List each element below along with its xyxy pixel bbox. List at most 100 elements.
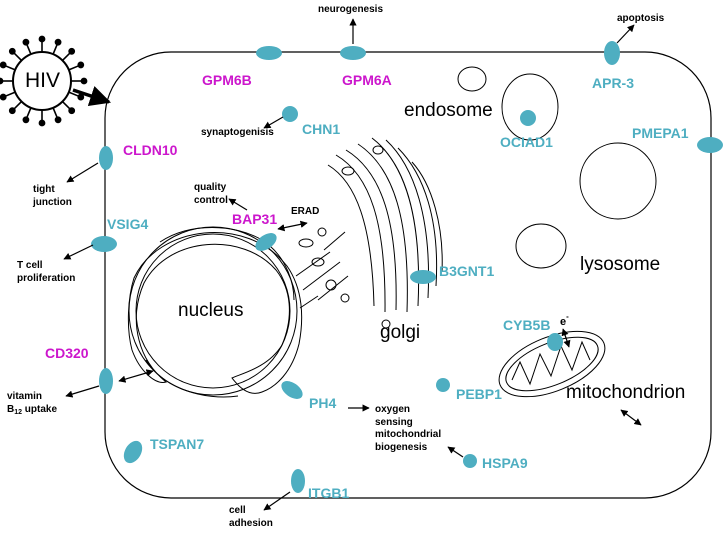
protein-label-bap31: BAP31: [232, 211, 278, 227]
hiv-virus-icon: [0, 35, 88, 127]
endosome-shape: [457, 66, 559, 141]
protein-label-pmepa1: PMEPA1: [632, 125, 689, 141]
protein-label-tspan7: TSPAN7: [150, 436, 205, 452]
hiv-spike-knob: [77, 93, 85, 101]
tspan7-protein: [123, 440, 143, 464]
electron-text: e: [560, 316, 567, 328]
hiv-spike-knob: [22, 116, 30, 124]
hiv-spike-knob: [38, 35, 46, 43]
organelle-label-lysosome: lysosome: [580, 254, 661, 275]
function-label-neurogenesis: neurogenesis: [318, 4, 384, 15]
t-cell-line-1: T cell: [17, 260, 43, 271]
pebp1-protein: [436, 378, 450, 392]
organelle-label-mitochondrion: mitochondrion: [566, 382, 686, 403]
apoptosis-arrow: [616, 24, 635, 44]
cyb5b-protein: [547, 333, 563, 351]
mito-bio-line-1: mitochondrial: [375, 429, 442, 440]
oxygen-line-1: oxygen: [375, 404, 411, 415]
quality-control-line-2: control: [194, 194, 228, 206]
function-label-cell-adhesion: cell adhesion: [229, 505, 273, 530]
hiv-spike: [61, 52, 71, 62]
hiv-spike: [25, 107, 32, 119]
function-label-oxygen-sensing: oxygen sensing: [375, 404, 413, 429]
function-label-mitochondrial-biogenesis: mitochondrial biogenesis: [375, 429, 441, 454]
vsig4-protein: [91, 236, 117, 252]
organelle-label-golgi: golgi: [380, 322, 421, 343]
hiv-spike-knob: [68, 47, 76, 55]
hspa9-mitochondrion-arrow: [620, 409, 642, 426]
nucleus-shape: [127, 226, 303, 398]
mitochondrion-shape: [498, 330, 606, 398]
electron-arrow: [561, 328, 571, 348]
hiv-entry-arrow: [72, 86, 111, 106]
protein-label-cd320: CD320: [45, 345, 89, 361]
cell-adhesion-line-2: adhesion: [229, 517, 273, 529]
hiv-spike-knob: [0, 61, 7, 69]
organelle-label-endosome: endosome: [404, 100, 493, 121]
cd320-protein: [99, 368, 113, 394]
function-label-apoptosis: apoptosis: [617, 13, 665, 24]
hiv-spike: [52, 43, 59, 55]
hiv-spike-knob: [22, 38, 30, 46]
b3gnt1-protein: [410, 270, 436, 284]
vitamin-line-2a: B: [7, 403, 15, 415]
quality-control-line-1: quality: [194, 182, 227, 193]
cd320-nucleus-arrow: [118, 369, 154, 383]
mito-bio-line-2: biogenesis: [375, 441, 428, 453]
function-label-erad: ERAD: [291, 206, 320, 217]
ph4-protein: [281, 381, 303, 399]
protein-label-cyb5b: CYB5B: [503, 317, 551, 333]
golgi-shape: [327, 137, 443, 329]
lysosome-shape: [515, 142, 657, 269]
hiv-spike: [52, 107, 59, 119]
hiv-spike-knob: [54, 116, 62, 124]
hiv-spike-knob: [8, 107, 16, 115]
quality-control-arrow: [228, 198, 248, 211]
hiv-spike-knob: [38, 119, 46, 127]
hiv-spike: [68, 91, 80, 98]
tight-junction-line-1: tight: [33, 184, 55, 195]
cell-adhesion-line-1: cell: [229, 505, 246, 516]
hiv-spike-knob: [77, 61, 85, 69]
hiv-label: HIV: [25, 69, 61, 92]
organelle-label-nucleus: nucleus: [178, 300, 244, 321]
chn1-protein: [282, 106, 298, 122]
vitamin-line-2-sub: 12: [14, 408, 23, 416]
tight-junction-line-2: junction: [33, 196, 72, 208]
protein-label-apr3: APR-3: [592, 75, 635, 91]
protein-markers: [91, 41, 723, 493]
hiv-spike: [61, 100, 71, 110]
protein-label-cldn10: CLDN10: [123, 142, 178, 158]
protein-label-hspa9: HSPA9: [482, 455, 528, 471]
hspa9-protein: [463, 454, 477, 468]
t-cell-arrow: [63, 244, 94, 260]
function-label-vitamin-b12: vitamin B12 uptake: [7, 391, 57, 417]
hiv-spike-knob: [68, 107, 76, 115]
t-cell-line-2: proliferation: [17, 272, 76, 284]
hiv-spike-knob: [54, 38, 62, 46]
hiv-spike-knob: [80, 77, 88, 85]
vitamin-b12-arrow: [65, 385, 100, 398]
oxygen-line-2: sensing: [375, 416, 413, 428]
hiv-spike: [4, 91, 16, 98]
apr3-protein: [604, 41, 620, 65]
hiv-spike-knob: [0, 93, 7, 101]
bap31-protein: [255, 233, 277, 251]
hiv-spike-knob: [8, 47, 16, 55]
itgb1-protein: [291, 469, 305, 493]
synaptogenesis-arrow: [263, 116, 284, 129]
cldn10-protein: [99, 146, 113, 170]
gpm6b-protein: [256, 46, 282, 60]
pmepa1-protein: [697, 137, 723, 153]
function-label-tight-junction: tight junction: [33, 184, 72, 209]
er-tubules-shape: [295, 227, 350, 309]
hiv-spike: [68, 64, 80, 71]
protein-label-b3gnt1: B3GNT1: [439, 263, 495, 279]
protein-label-vsig4: VSIG4: [107, 216, 149, 232]
hiv-spike: [4, 64, 16, 71]
function-label-quality-control: quality control: [194, 182, 228, 207]
hiv-spike: [13, 52, 23, 62]
vitamin-line-1: vitamin: [7, 391, 43, 402]
hiv-spike-knob: [0, 77, 4, 85]
